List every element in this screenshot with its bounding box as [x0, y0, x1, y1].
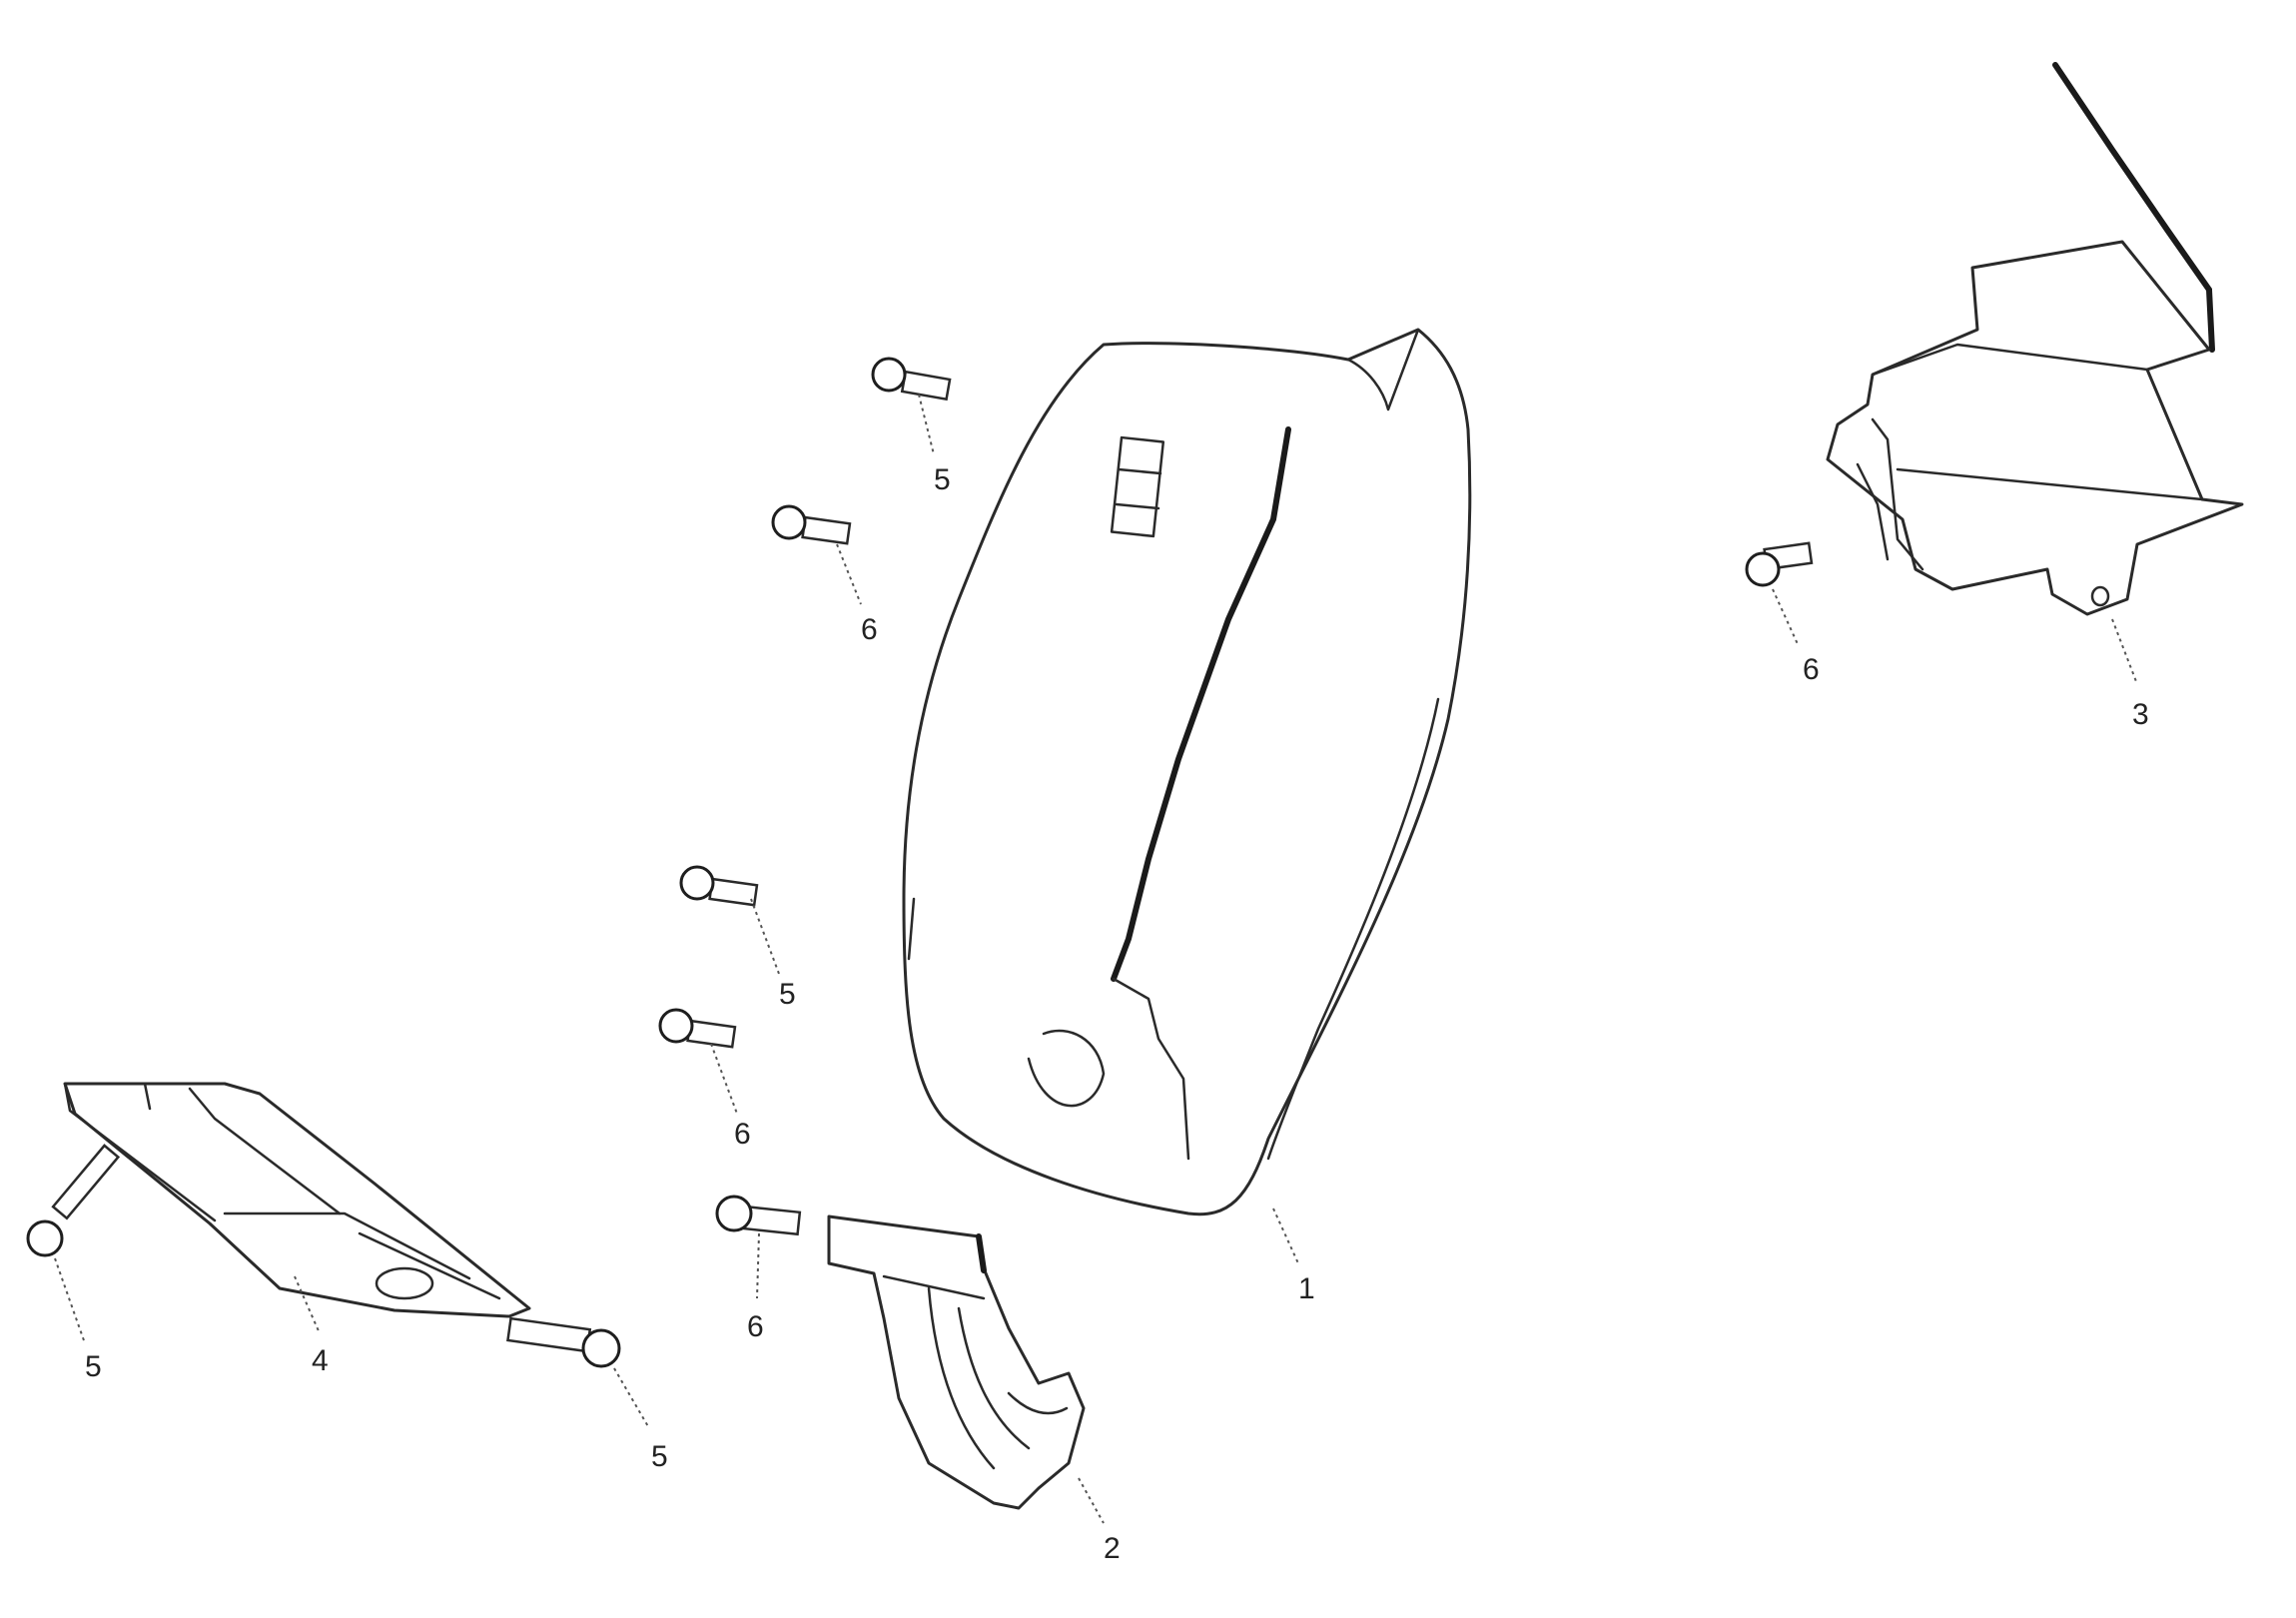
callout-bolt-lower: 6 — [747, 1310, 764, 1343]
bolt-5-top — [871, 357, 952, 402]
bolt-5-middle — [679, 865, 759, 907]
part-4-side-plate — [63, 1082, 531, 1318]
callout-part-2: 2 — [1104, 1532, 1121, 1565]
callout-part-1: 1 — [1298, 1272, 1315, 1305]
bolt-group — [26, 357, 1814, 1368]
bolt-6-upper — [771, 504, 852, 545]
callout-labels: 1 2 3 4 5 6 5 6 6 5 5 6 — [85, 463, 2149, 1565]
callout-part-4: 4 — [312, 1344, 329, 1377]
callout-bolt-top: 5 — [934, 463, 951, 496]
bolt-5-left — [26, 1144, 121, 1257]
part-1-timing-belt-cover — [902, 328, 1472, 1216]
part-3-upper-bracket — [1826, 62, 2244, 616]
callout-bolt-left: 5 — [85, 1350, 102, 1383]
part-2-lower-bracket — [827, 1214, 1086, 1510]
callout-bolt-upper: 6 — [861, 613, 878, 646]
callout-bolt-near-3: 6 — [1803, 653, 1820, 686]
bolt-5-right — [506, 1316, 621, 1368]
bolt-6-lower — [715, 1195, 802, 1236]
leader-lines — [54, 394, 2138, 1524]
callout-bolt-right: 5 — [651, 1440, 668, 1473]
bolt-6-middle — [658, 1008, 737, 1049]
callout-bolt-middle: 5 — [779, 978, 796, 1011]
callout-bolt-middle-2: 6 — [734, 1118, 751, 1151]
bolt-6-right — [1745, 541, 1814, 587]
callout-part-3: 3 — [2132, 698, 2149, 731]
